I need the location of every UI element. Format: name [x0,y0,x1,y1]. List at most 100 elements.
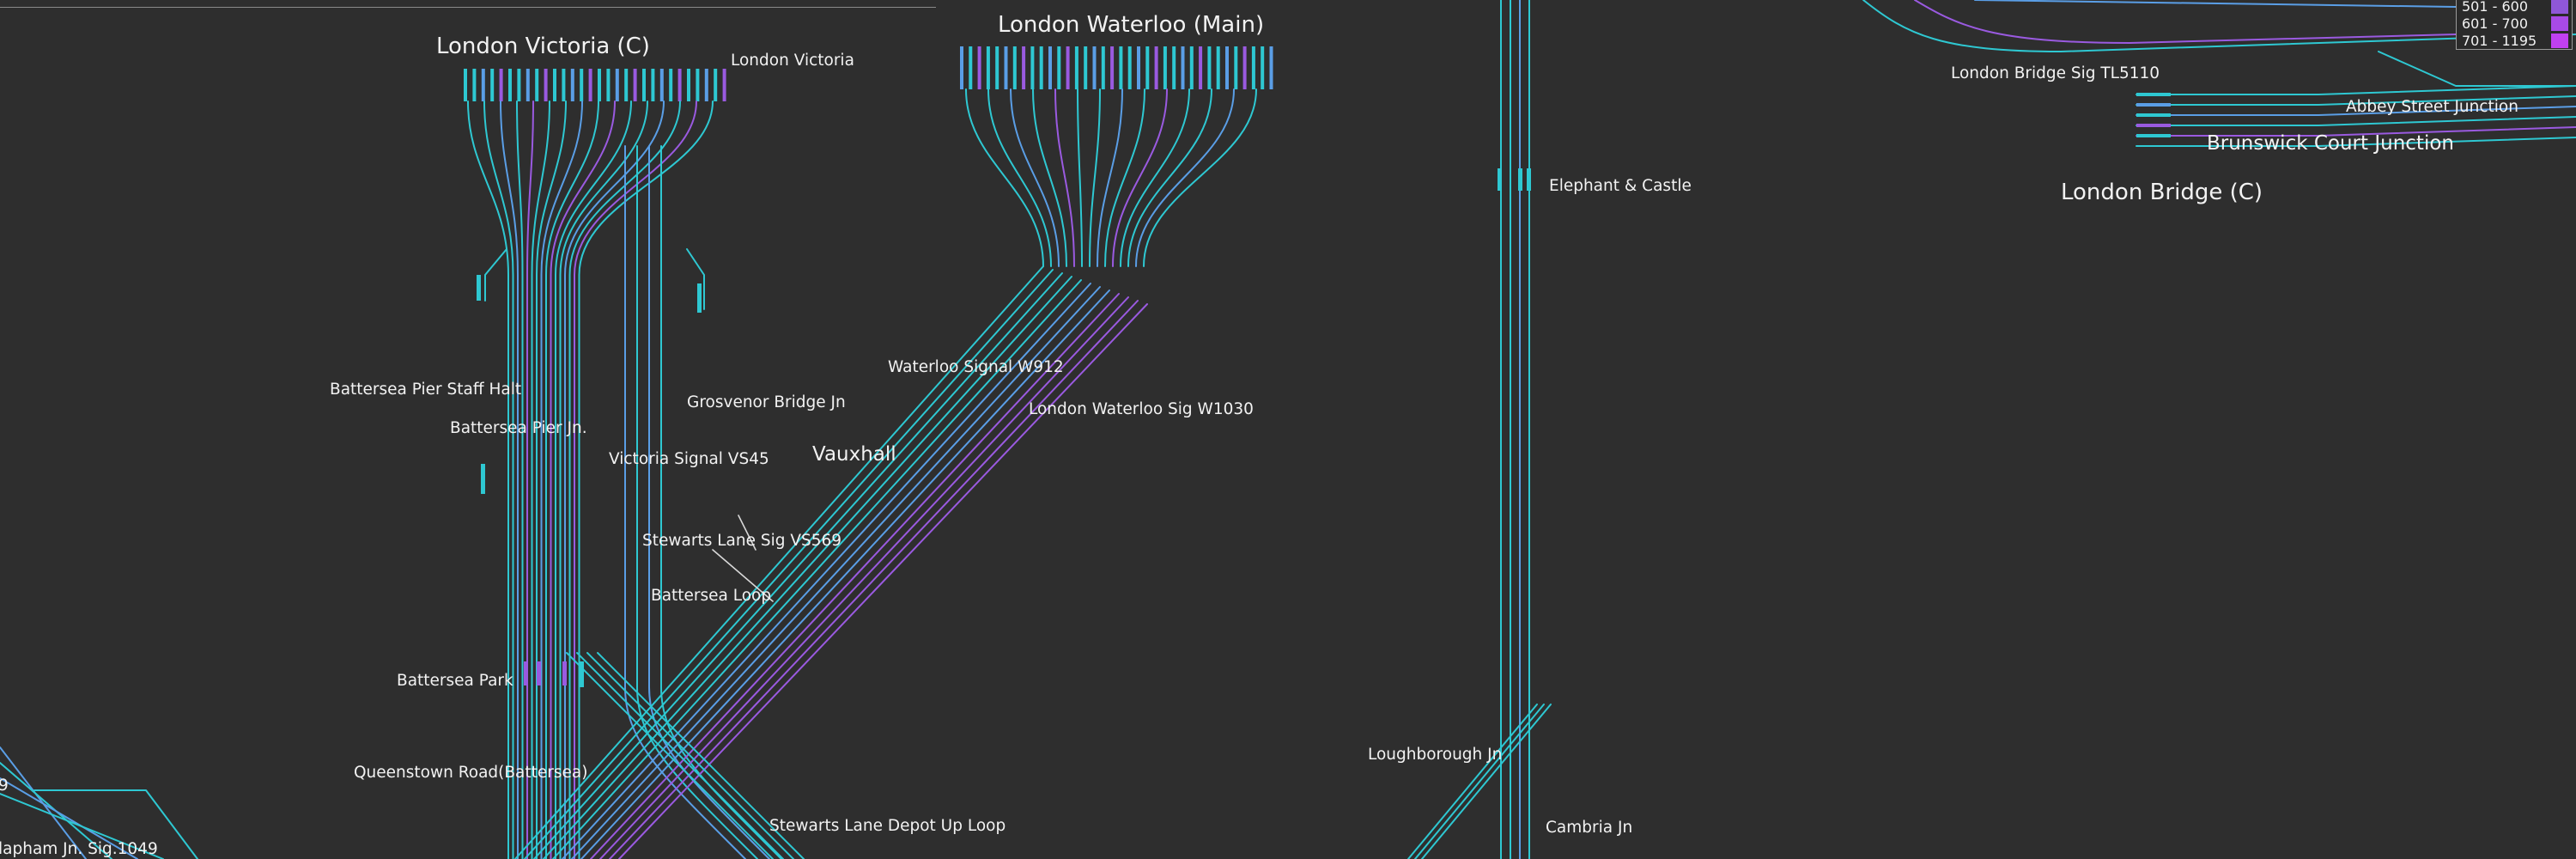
platform-stub [697,283,702,313]
platform-stub-victoria [659,69,664,101]
loop-label-battersea[interactable]: Battersea Loop [651,587,772,605]
signal-label-waterloo-w912[interactable]: Waterloo Signal W912 [888,358,1064,376]
track-waterloo-throat [1077,88,1083,267]
platform-stub-victoria [544,69,548,101]
platform-stub-waterloo [1189,46,1194,89]
signal-label-stewarts-lane-vs569[interactable]: Stewarts Lane Sig VS569 [642,532,842,550]
track-london-bridge [2136,85,2576,95]
track-victoria-approach [540,101,583,859]
platform-stub-waterloo [960,46,963,89]
track-loughborough-branch [1407,704,1538,859]
junction-label-cambria[interactable]: Cambria Jn [1546,819,1633,837]
signal-label-victoria-vs45[interactable]: Victoria Signal VS45 [609,450,769,468]
station-label-london-victoria[interactable]: London Victoria [731,52,854,70]
platform-stub-victoria [588,69,592,101]
platform-stub-victoria [633,69,637,101]
signal-label-waterloo-w1030[interactable]: London Waterloo Sig W1030 [1029,400,1254,418]
junction-label-loughborough[interactable]: Loughborough Jn [1368,746,1503,764]
station-label-elephant-castle[interactable]: Elephant & Castle [1549,177,1692,195]
track-victoria-approach [564,101,665,859]
platform-stub-waterloo [1092,46,1097,89]
platform-stub-victoria [562,69,566,101]
signal-label-clapham-1049[interactable]: lapham Jn. Sig.1049 [0,840,158,858]
platform-stub-waterloo [1251,46,1255,89]
platform-stub-waterloo [1269,46,1273,89]
track-victoria-approach [550,101,616,859]
platform-stub-waterloo [1074,46,1078,89]
station-label-london-waterloo-main[interactable]: London Waterloo (Main) [998,12,1265,38]
platform-stub-victoria [642,69,646,101]
track-victoria-approach [545,101,599,859]
top-border-line [0,7,936,8]
platform-stub-victoria [687,69,690,101]
track-branch [484,248,507,302]
station-label-london-bridge-c[interactable]: London Bridge (C) [2061,180,2263,205]
legend-label-501-600: 501 - 600 [2462,0,2529,15]
track-waterloo-throat [1032,88,1067,267]
track-corridor-east [660,145,782,859]
junction-label-brunswick-court[interactable]: Brunswick Court Junction [2207,132,2454,155]
platform-stub [537,661,541,685]
edge-label-fragment: 9 [0,777,9,795]
station-label-queenstown-road[interactable]: Queenstown Road(Battersea) [354,764,588,782]
legend-swatch-601-700 [2551,16,2568,31]
station-label-battersea-park[interactable]: Battersea Park [397,672,513,690]
track-waterloo-throat [1089,88,1101,267]
track-waterloo-main-line [543,276,1072,859]
platform-stub-waterloo [1181,46,1185,89]
platform-stub-waterloo [1022,46,1026,89]
junction-label-grosvenor-bridge[interactable]: Grosvenor Bridge Jn [687,393,846,411]
platform-stub-victoria [651,69,655,101]
junction-label-battersea-pier[interactable]: Battersea Pier Jn. [450,419,587,437]
platform-stub-waterloo [1012,46,1017,89]
track-victoria-approach [500,101,519,859]
platform-stub-victoria [598,69,601,101]
track-london-bridge-north [1914,0,2457,44]
platform-stub-victoria [669,69,673,101]
platform-stub-victoria [553,69,556,101]
platform-stub-waterloo [986,46,990,89]
platform-stub-waterloo [1137,46,1140,89]
signal-label-london-bridge-tl5110[interactable]: London Bridge Sig TL5110 [1951,64,2160,82]
track-waterloo-main-line [609,300,1139,859]
platform-stub-waterloo [1216,46,1220,89]
platform-stub-victoria [499,69,503,101]
junction-label-abbey-street[interactable]: Abbey Street Junction [2346,98,2518,116]
track-waterloo-main-line [552,279,1082,859]
station-label-battersea-pier-staff-halt[interactable]: Battersea Pier Staff Halt [330,381,522,399]
platform-stub-waterloo [1261,46,1265,89]
track-victoria-approach [467,101,509,859]
platform-stub-london-bridge [2136,93,2171,96]
track-corridor-east [636,145,758,859]
station-label-vauxhall[interactable]: Vauxhall [812,443,896,466]
track-victoria-approach [526,101,534,859]
track-idle [738,515,756,551]
track-clapham [33,789,198,859]
track-waterloo-throat [1143,88,1257,267]
track-waterloo-throat [1104,88,1145,267]
track-waterloo-main-line [524,269,1054,859]
loop-label-stewarts-lane-depot[interactable]: Stewarts Lane Depot Up Loop [769,817,1006,835]
track-crossover [566,652,774,859]
platform-stub-victoria [704,69,708,101]
platform-stub [1527,168,1531,191]
platform-stub-victoria [615,69,619,101]
track-corridor-east [648,145,770,859]
track-waterloo-throat [1135,88,1235,267]
station-label-london-victoria-c[interactable]: London Victoria (C) [436,34,650,59]
track-waterloo-main-line [533,272,1063,859]
platform-stub-waterloo [969,46,973,89]
platform-stub-waterloo [1084,46,1088,89]
track-waterloo-main-line [618,303,1148,859]
track-waterloo-main-line [562,283,1091,859]
track-corridor-east [624,145,746,859]
track-waterloo-main-line [599,296,1129,859]
platform-stub [1498,168,1502,191]
track-waterloo-main-line [590,293,1120,859]
track-waterloo-throat [965,88,1044,267]
track-london-bridge-sw [2378,51,2576,87]
platform-stub-waterloo [1154,46,1158,89]
platform-stub-london-bridge [2136,124,2171,127]
